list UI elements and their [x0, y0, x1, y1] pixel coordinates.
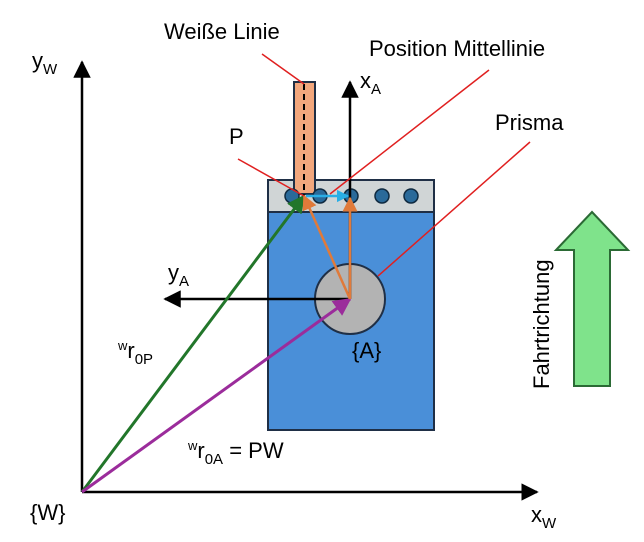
label-y-world-sub: W: [43, 61, 58, 78]
label-x-robot: xA: [360, 68, 381, 98]
label-y-world: yW: [32, 48, 58, 78]
label-r0a-main: r: [197, 438, 204, 463]
annotation-lines: [237, 53, 531, 277]
sensor-dot: [284, 188, 300, 204]
label-fahrtrichtung: Fahrtrichtung: [529, 259, 554, 389]
label-r0p-main: r: [127, 338, 134, 363]
vector-a-to-p: [302, 194, 352, 300]
label-y-robot-sub: A: [179, 273, 189, 290]
vector-r0a: [81, 297, 352, 494]
label-x-world-sub: W: [542, 515, 557, 532]
label-r0a-suffix: = PW: [223, 438, 284, 463]
annotation-line-prisma: [377, 141, 531, 277]
label-point-p: P: [229, 124, 244, 149]
direction-arrow: [553, 210, 631, 387]
annotation-line-p: [237, 158, 305, 197]
label-x-world: xW: [531, 502, 557, 532]
label-position-mittellinie: Position Mittellinie: [369, 36, 545, 61]
label-y-robot-main: y: [168, 260, 179, 285]
label-r0a: wr0A = PW: [187, 438, 284, 468]
label-y-world-main: y: [32, 48, 43, 73]
label-prisma: Prisma: [495, 110, 564, 135]
label-x-robot-sub: A: [371, 81, 381, 98]
label-r0p-sub: 0P: [135, 351, 153, 368]
annotation-line-position: [329, 69, 490, 195]
vector-r0p: [80, 194, 306, 493]
label-weisse-linie: Weiße Linie: [164, 19, 280, 44]
label-r0a-sup: w: [187, 438, 198, 453]
label-frame-w: {W}: [30, 500, 65, 525]
label-x-robot-main: x: [360, 68, 371, 93]
label-r0p-sup: w: [117, 338, 128, 353]
label-y-robot: yA: [168, 260, 189, 290]
label-r0p: wr0P: [117, 338, 153, 368]
annotation-line-weisse-linie: [261, 53, 305, 85]
label-r0a-sub: 0A: [205, 451, 223, 468]
sensor-dot: [403, 188, 419, 204]
label-x-world-main: x: [531, 502, 542, 527]
label-frame-a: {A}: [352, 338, 381, 363]
sensor-dot: [374, 188, 390, 204]
